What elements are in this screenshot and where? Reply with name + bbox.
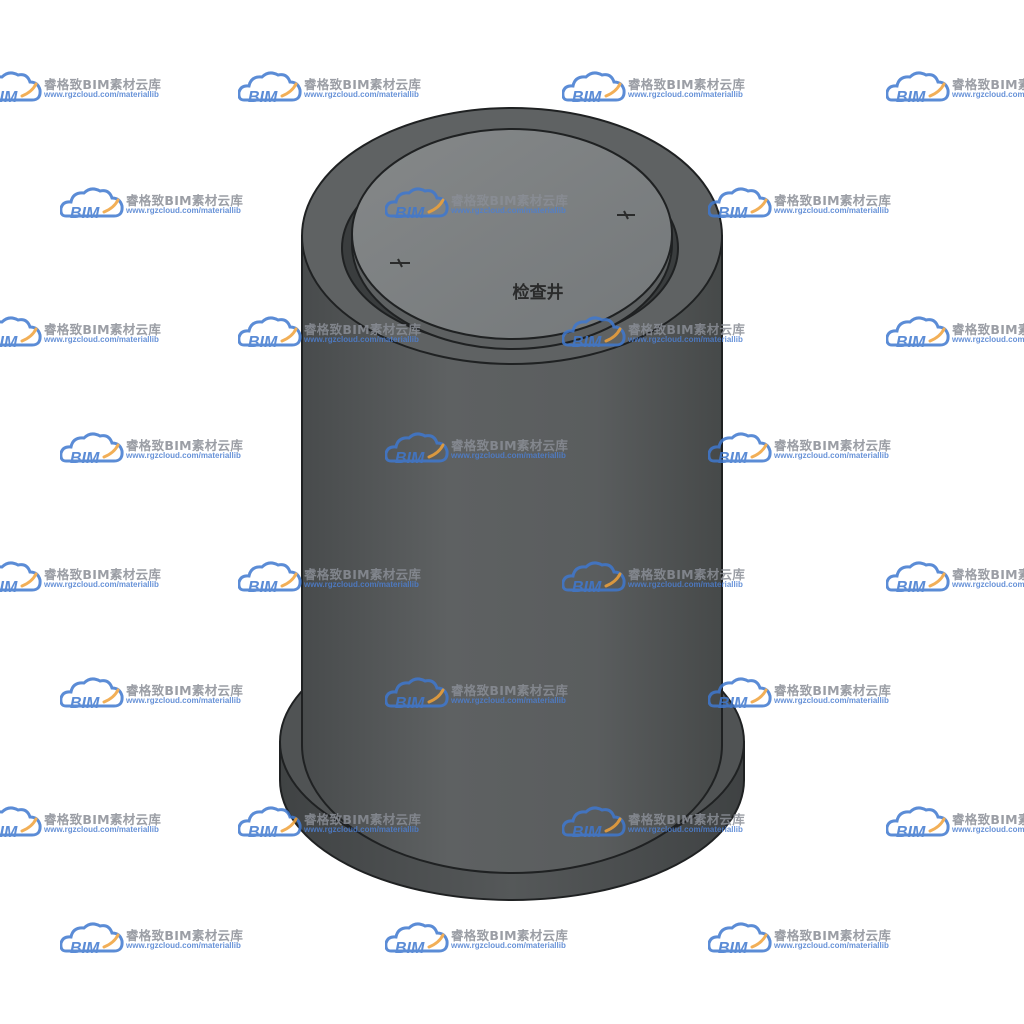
lid-label: 检查井 <box>513 282 564 303</box>
lid-mark-right <box>617 210 635 220</box>
lid-mark-left <box>390 258 410 268</box>
manhole-cover: 检查井 <box>351 128 673 350</box>
